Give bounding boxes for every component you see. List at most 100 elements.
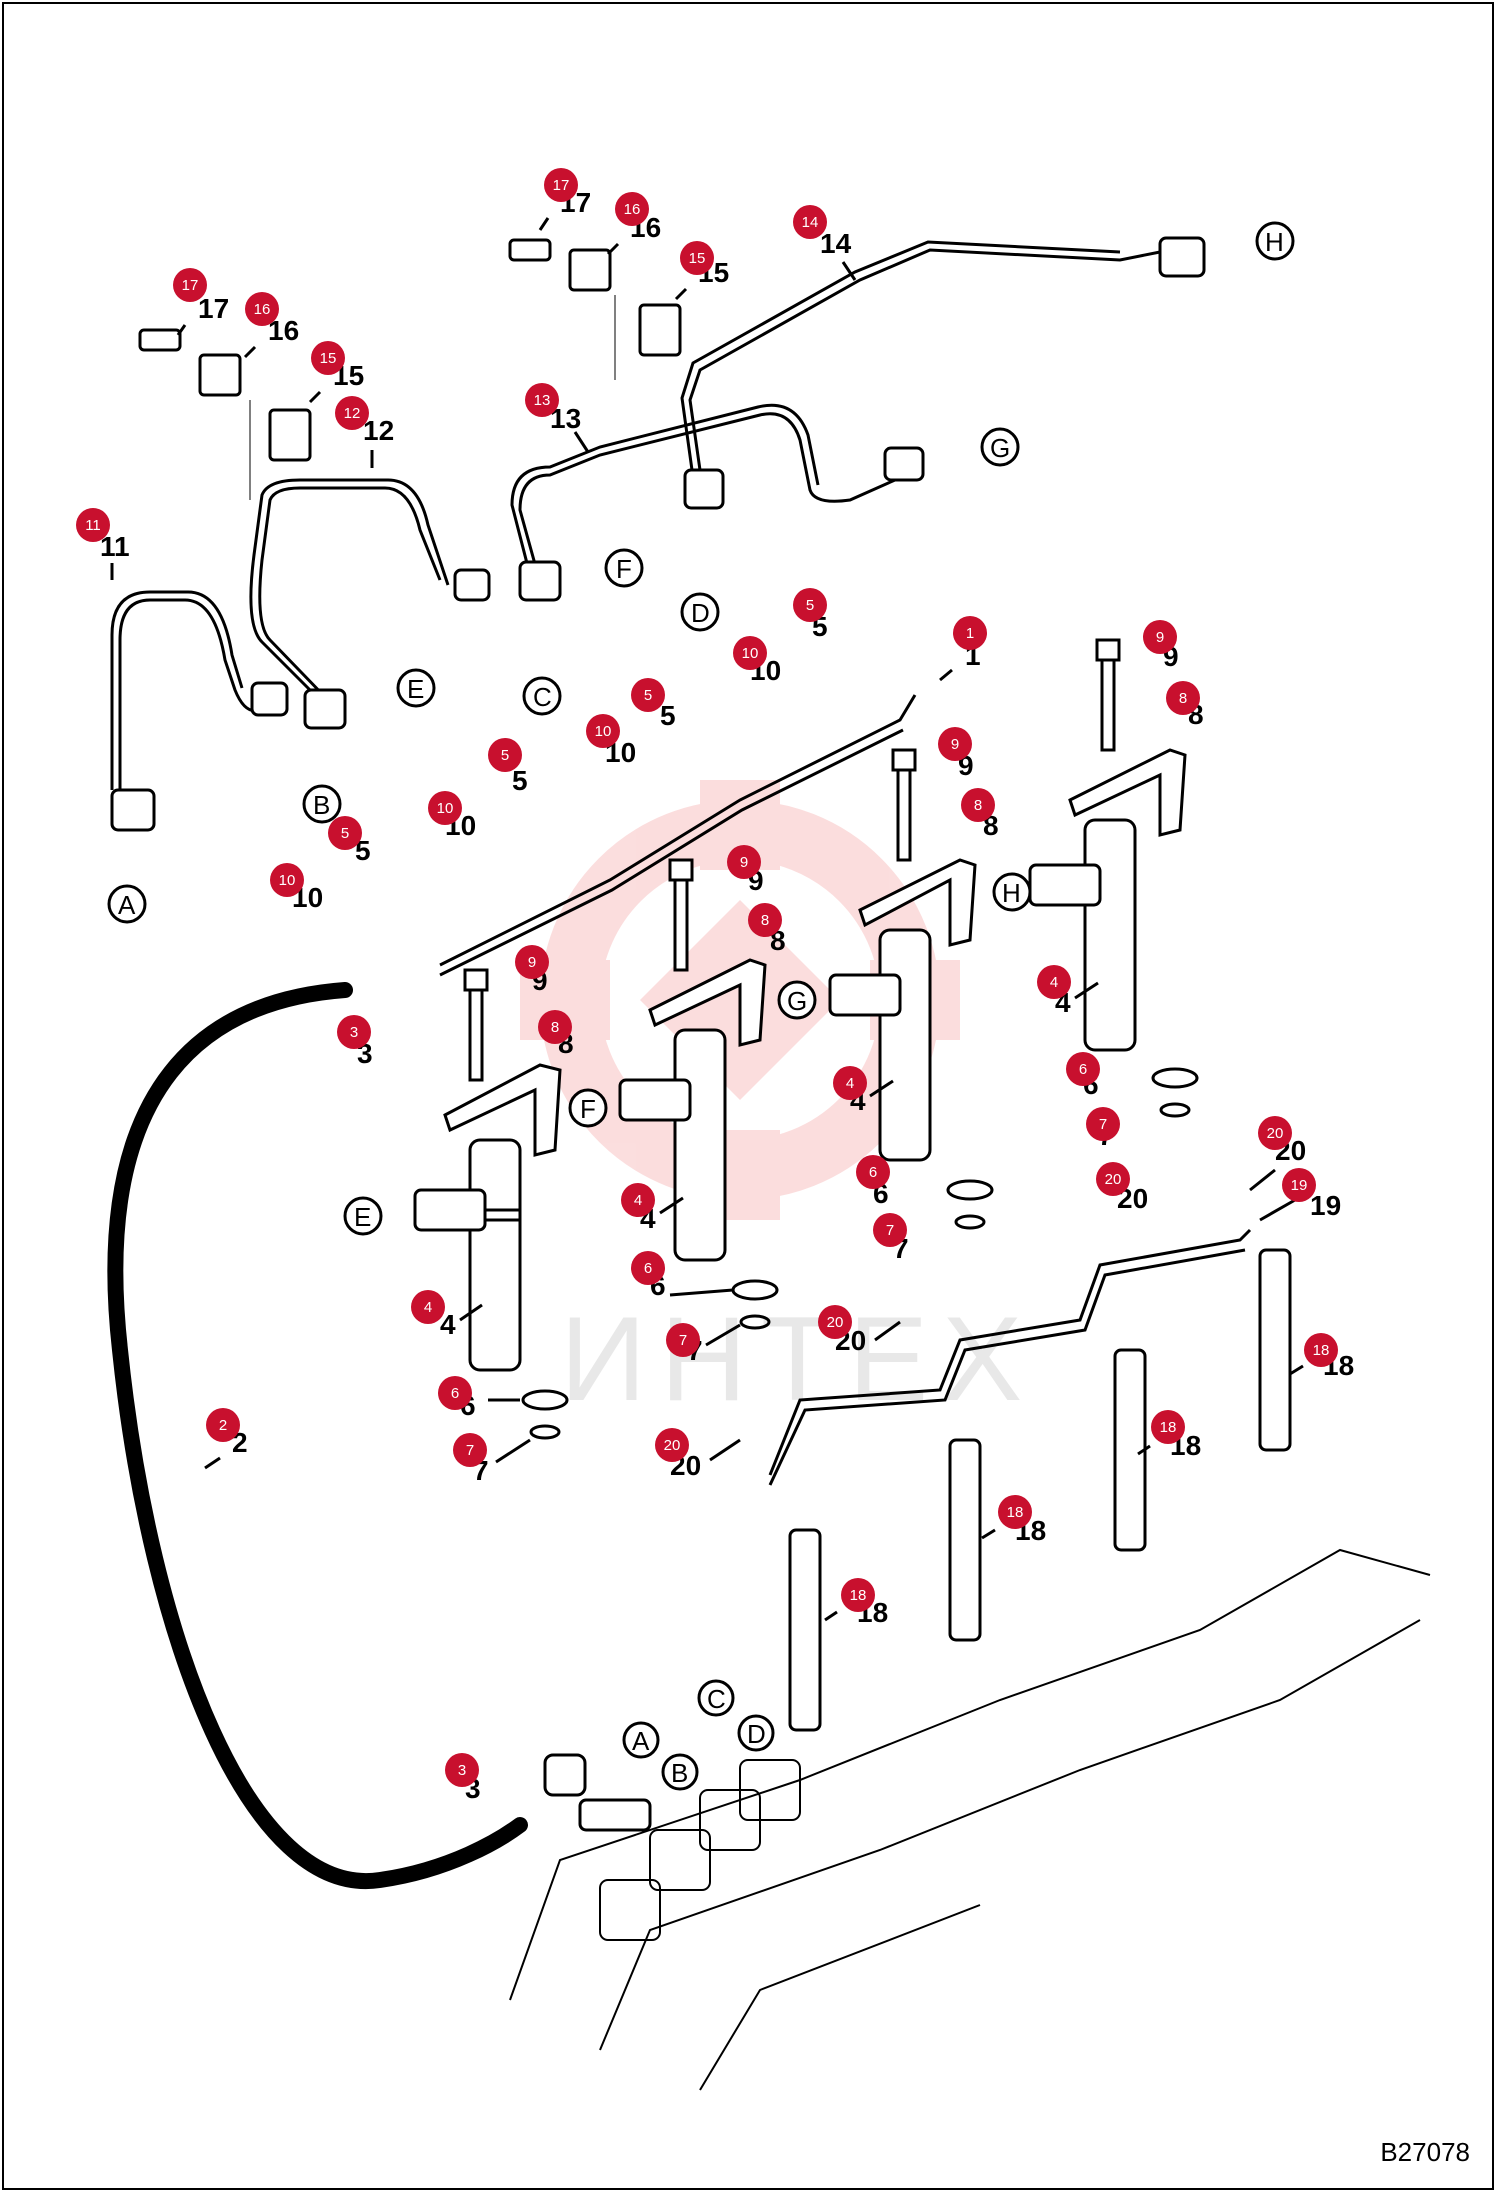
- return-hose: [107, 982, 528, 1890]
- badge-11: 11: [85, 517, 101, 534]
- injection-lines: [110, 240, 1171, 790]
- badge-1: 1: [966, 625, 974, 642]
- badge-13: 13: [534, 392, 551, 409]
- badge-6d-circle: [1066, 1052, 1100, 1086]
- badge-18a-circle: [841, 1578, 875, 1612]
- badge-14-circle: [793, 205, 827, 239]
- badge-16a-circle: [245, 292, 279, 326]
- connection-markers: [107, 221, 1295, 1791]
- marker-letter-b: B: [313, 790, 330, 820]
- badge-8d: 8: [1179, 690, 1187, 707]
- marker-letter-c: C: [533, 682, 552, 712]
- badge-2-circle: [206, 1408, 240, 1442]
- badge-7b: 7: [679, 1332, 687, 1349]
- badge-9c: 9: [951, 736, 959, 753]
- badge-7c: 7: [886, 1222, 894, 1239]
- marker-letter-c2: C: [707, 1684, 726, 1714]
- badge-7b-circle: [666, 1323, 700, 1357]
- clamp-guide-lines: [249, 295, 616, 500]
- glow-plug-bus-bar: [768, 1228, 1252, 1476]
- badge-8b-circle: [748, 903, 782, 937]
- badge-10a: 10: [279, 872, 296, 889]
- badge-3b-circle: [445, 1753, 479, 1787]
- badge-7c-circle: [873, 1213, 907, 1247]
- badge-6b-circle: [631, 1251, 665, 1285]
- badge-16a: 16: [254, 301, 271, 318]
- badge-6c-circle: [856, 1155, 890, 1189]
- badge-18c-circle: [1151, 1410, 1185, 1444]
- badge-9d: 9: [1156, 629, 1164, 646]
- badge-18d-circle: [1304, 1333, 1338, 1367]
- badge-15a: 15: [320, 350, 337, 367]
- cylinder-head: [509, 1548, 1431, 2091]
- badge-19: 19: [1291, 1177, 1308, 1194]
- badge-5a-circle: [328, 816, 362, 850]
- badge-8b: 8: [761, 912, 769, 929]
- marker-letter-e2: E: [354, 1202, 371, 1232]
- label-12: 12: [363, 415, 394, 446]
- badge-10d-circle: [733, 636, 767, 670]
- badge-4c-circle: [833, 1066, 867, 1100]
- badge-10c-circle: [586, 714, 620, 748]
- badge-9b-circle: [727, 845, 761, 879]
- badge-15b-circle: [680, 241, 714, 275]
- badge-18b-circle: [998, 1495, 1032, 1529]
- badge-7a-circle: [453, 1433, 487, 1467]
- badge-16b: 16: [624, 201, 641, 218]
- glow-plugs: [788, 1248, 1292, 1732]
- line-nuts: [110, 236, 1206, 832]
- clamp-bolts: [463, 638, 1121, 1082]
- badge-6a-circle: [438, 1376, 472, 1410]
- label-5b: 5: [512, 765, 528, 796]
- marker-letter-g: G: [990, 433, 1010, 463]
- badge-9a-circle: [515, 945, 549, 979]
- badge-17b: 17: [553, 177, 570, 194]
- badge-17a-circle: [173, 268, 207, 302]
- badge-18b: 18: [1007, 1504, 1024, 1521]
- badge-4a: 4: [424, 1299, 432, 1316]
- badge-6b: 6: [644, 1260, 652, 1277]
- marker-letter-f: F: [616, 554, 632, 584]
- badge-12: 12: [344, 405, 361, 422]
- badge-17b-circle: [544, 168, 578, 202]
- badge-7d: 7: [1099, 1116, 1107, 1133]
- marker-letter-h2: H: [1002, 878, 1021, 908]
- marker-letter-b2: B: [671, 1758, 688, 1788]
- badge-20d: 20: [1267, 1125, 1284, 1142]
- label-17: 17: [198, 293, 229, 324]
- watermark-text: ИНТЕХ: [560, 1292, 1037, 1426]
- badge-5d: 5: [806, 597, 814, 614]
- badge-20a-circle: [655, 1428, 689, 1462]
- badge-20d-circle: [1258, 1116, 1292, 1150]
- clamps: [443, 748, 1187, 1157]
- badge-20b-circle: [818, 1305, 852, 1339]
- badge-18a: 18: [850, 1587, 867, 1604]
- badge-20b: 20: [827, 1314, 844, 1331]
- marker-letter-a2: A: [632, 1726, 650, 1756]
- badge-2: 2: [219, 1417, 227, 1434]
- badge-20a: 20: [664, 1437, 681, 1454]
- badge-4a-circle: [411, 1290, 445, 1324]
- label-14: 14: [820, 228, 852, 259]
- badge-20c-circle: [1096, 1162, 1130, 1196]
- badge-7a: 7: [466, 1442, 474, 1459]
- badge-5a: 5: [341, 825, 349, 842]
- badge-8c-circle: [961, 788, 995, 822]
- badge-18c: 18: [1160, 1419, 1177, 1436]
- badge-6a: 6: [451, 1385, 459, 1402]
- badge-3a: 3: [350, 1024, 358, 1041]
- badge-10d: 10: [742, 645, 759, 662]
- marker-letter-f2: F: [580, 1094, 596, 1124]
- badge-10b: 10: [437, 800, 454, 817]
- badge-6c: 6: [869, 1164, 877, 1181]
- badge-7d-circle: [1086, 1107, 1120, 1141]
- marker-letter-e: E: [407, 674, 424, 704]
- badge-5b: 5: [501, 747, 509, 764]
- leak-off-pipe: [439, 694, 917, 967]
- badge-9a: 9: [528, 954, 536, 971]
- badge-4d: 4: [1050, 974, 1058, 991]
- badge-19-circle: [1282, 1168, 1316, 1202]
- badge-14: 14: [802, 214, 819, 231]
